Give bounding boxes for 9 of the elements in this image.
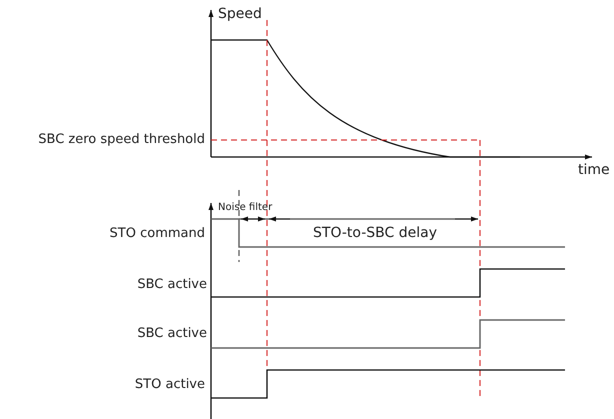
threshold-label: SBC zero speed threshold	[38, 132, 205, 148]
axis-label: Speed	[218, 6, 262, 22]
signal-label: STO active	[134, 377, 205, 393]
axis-label: time	[578, 162, 610, 178]
signal-label: SBC active	[137, 277, 207, 293]
signal-label: STO command	[110, 226, 205, 242]
signal-label: SBC active	[137, 326, 207, 342]
interval-label: STO-to-SBC delay	[313, 224, 437, 242]
interval-label: Noise filter	[218, 200, 272, 214]
